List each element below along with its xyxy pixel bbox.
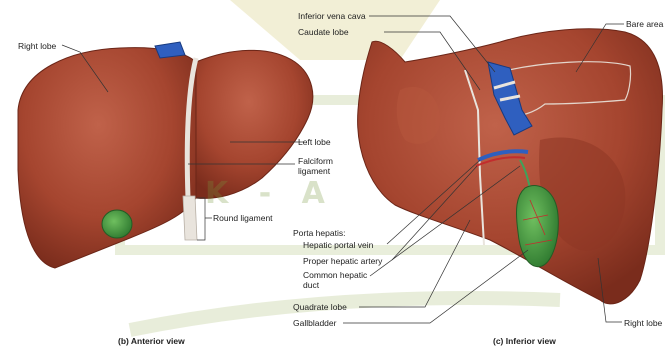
round-ligament-shape bbox=[183, 196, 197, 240]
label-common-hepatic-duct-line1: Common hepatic bbox=[303, 270, 367, 280]
label-falciform-line2: ligament bbox=[298, 166, 333, 176]
label-falciform-ligament: Falciform ligament bbox=[298, 156, 333, 176]
anterior-gallbladder-shape bbox=[102, 210, 132, 238]
label-caudate-lobe: Caudate lobe bbox=[298, 27, 349, 37]
caption-anterior-view: (b) Anterior view bbox=[118, 336, 185, 346]
label-common-hepatic-duct-line2: duct bbox=[303, 280, 367, 290]
anterior-ivc-shape bbox=[155, 42, 185, 58]
label-proper-hepatic-artery: Proper hepatic artery bbox=[303, 256, 382, 266]
inferior-liver bbox=[358, 29, 663, 304]
label-bare-area: Bare area bbox=[626, 19, 663, 29]
label-porta-hepatis: Porta hepatis: bbox=[293, 228, 345, 238]
label-common-hepatic-duct: Common hepatic duct bbox=[303, 270, 367, 290]
label-hepatic-portal-vein: Hepatic portal vein bbox=[303, 240, 373, 250]
label-round-ligament: Round ligament bbox=[213, 213, 273, 223]
label-right-lobe-anterior: Right lobe bbox=[18, 41, 56, 51]
watermark-letters: K - A bbox=[205, 176, 335, 211]
anterior-liver bbox=[18, 42, 313, 268]
label-falciform-line1: Falciform bbox=[298, 156, 333, 166]
label-gallbladder: Gallbladder bbox=[293, 318, 336, 328]
label-left-lobe: Left lobe bbox=[298, 137, 331, 147]
label-inferior-vena-cava: Inferior vena cava bbox=[298, 11, 366, 21]
caption-inferior-view: (c) Inferior view bbox=[493, 336, 556, 346]
label-quadrate-lobe: Quadrate lobe bbox=[293, 302, 347, 312]
label-right-lobe-inferior: Right lobe bbox=[624, 318, 662, 328]
